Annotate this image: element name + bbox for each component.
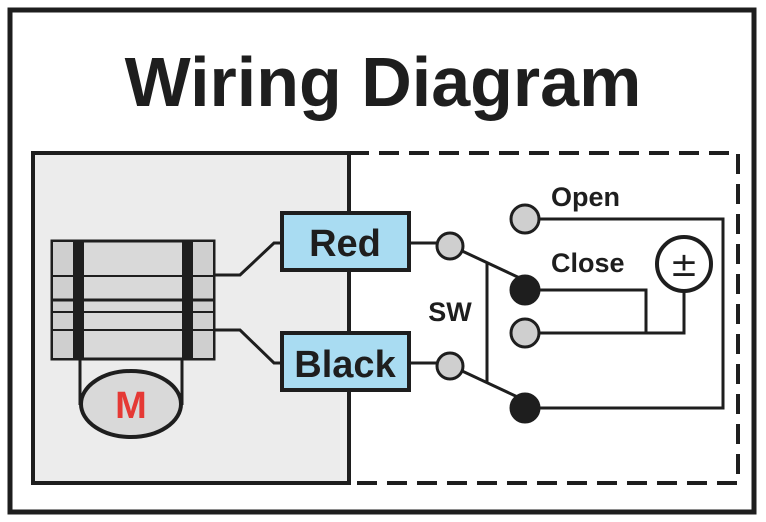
red-switch-terminal: [435, 231, 465, 261]
red-wire-label: Red: [309, 223, 381, 265]
close-wire: [538, 288, 648, 335]
red-wire-box: [280, 211, 411, 272]
open-wire: [538, 217, 725, 410]
power-symbol: ±: [670, 245, 699, 285]
black-output-terminal: [509, 392, 541, 424]
red-lead: [214, 241, 282, 277]
diagram-title: Wiring Diagram: [125, 43, 642, 121]
external-wiring-area: [349, 151, 740, 485]
switch-sw: SW: [428, 248, 525, 402]
power-lower-wire: [646, 290, 686, 335]
motor-label: M: [115, 385, 147, 427]
close-terminal: [509, 317, 541, 349]
black-switch-terminal: [435, 351, 465, 381]
close-label: Close: [551, 248, 625, 278]
valve-body: [50, 239, 216, 361]
black-lead: [214, 328, 282, 365]
power-source: ±: [655, 235, 713, 293]
switch-label: SW: [428, 297, 472, 327]
motor: M: [78, 359, 184, 439]
open-terminal: [509, 203, 541, 235]
black-wire-label: Black: [294, 344, 396, 386]
open-label: Open: [551, 182, 620, 212]
close-terminal-common: [509, 274, 541, 306]
black-wire-box: [280, 331, 411, 392]
